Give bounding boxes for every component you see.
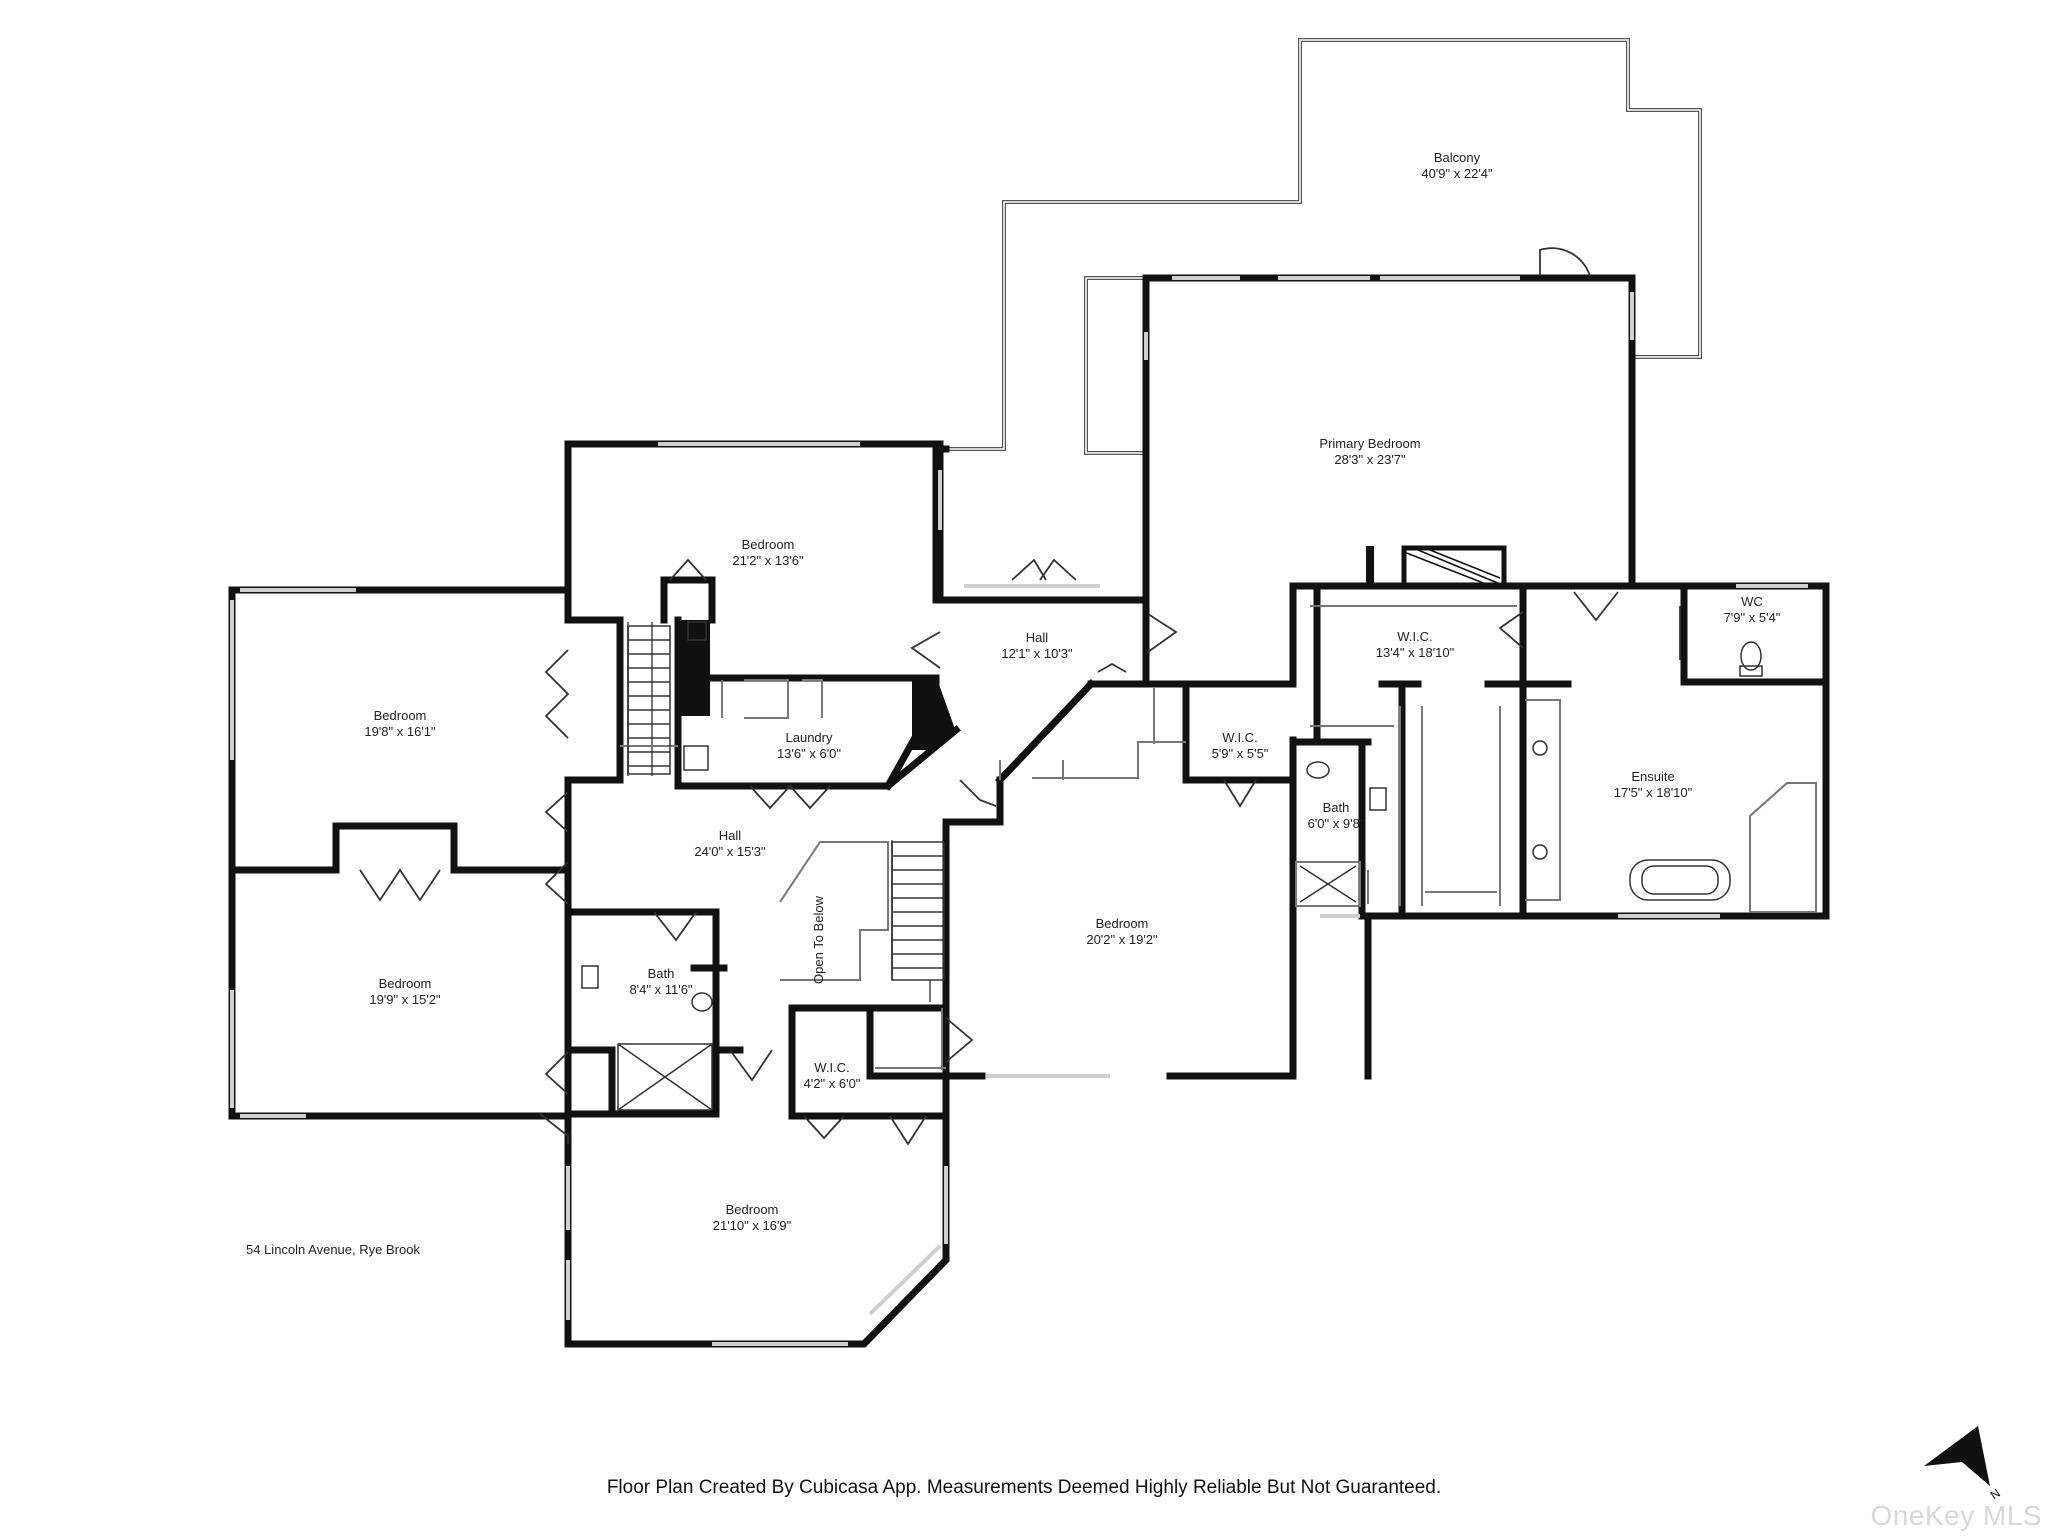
balcony-side-rail <box>1084 276 1146 455</box>
balcony-outline <box>946 38 1702 451</box>
room-name-bath-right: Bath <box>1323 800 1350 815</box>
room-name-bedroom-top: Bedroom <box>742 537 795 552</box>
room-dims-bedroom-left-lower: 19'9" x 15'2" <box>369 992 441 1007</box>
balcony-side-rail-inner <box>1085 277 1146 454</box>
room-dims-primary-bedroom: 28'3" x 23'7" <box>1334 452 1406 467</box>
room-dims-wc: 7'9" x 5'4" <box>1724 610 1781 625</box>
room-dims-bath-right: 6'0" x 9'8" <box>1308 816 1365 831</box>
windows <box>230 276 1808 1346</box>
room-name-hall-upper: Hall <box>1026 630 1049 645</box>
fixtures <box>581 621 1763 1012</box>
room-name-bedroom-bottom: Bedroom <box>726 1202 779 1217</box>
room-dims-bedroom-left-upper: 19'8" x 16'1" <box>364 724 436 739</box>
room-name-hall-main: Hall <box>719 828 742 843</box>
room-name-bedroom-left-lower: Bedroom <box>379 976 432 991</box>
room-name-ensuite: Ensuite <box>1631 769 1674 784</box>
fireplace <box>1401 545 1507 589</box>
stairs <box>627 625 945 981</box>
room-name-bedroom-left-upper: Bedroom <box>374 708 427 723</box>
room-dims-hall-upper: 12'1" x 10'3" <box>1001 646 1073 661</box>
room-labels: Balcony 40'9" x 22'4" Primary Bedroom 28… <box>364 150 1780 1233</box>
room-dims-bath-center: 8'4" x 11'6" <box>629 982 692 997</box>
disclaimer-text: Floor Plan Created By Cubicasa App. Meas… <box>606 1477 1442 1498</box>
property-address: 54 Lincoln Avenue, Rye Brook <box>246 1242 420 1257</box>
balcony-outline-inner <box>946 39 1701 450</box>
doors <box>359 247 1681 1146</box>
room-name-wic-center: W.I.C. <box>814 1060 849 1075</box>
room-name-laundry: Laundry <box>786 730 833 745</box>
room-dims-bedroom-bottom: 21'10" x 16'9" <box>713 1218 792 1233</box>
room-dims-bedroom-center: 20'2" x 19'2" <box>1086 932 1158 947</box>
room-dims-laundry: 13'6" x 6'0" <box>777 746 841 761</box>
walls <box>228 274 1830 1348</box>
room-name-bedroom-center: Bedroom <box>1096 916 1149 931</box>
room-dims-wic-center: 4'2" x 6'0" <box>804 1076 861 1091</box>
room-dims-ensuite: 17'5" x 18'10" <box>1614 785 1693 800</box>
room-name-bath-center: Bath <box>648 966 675 981</box>
room-dims-wic-large: 13'4" x 18'10" <box>1376 645 1455 660</box>
room-name-wic-small: W.I.C. <box>1222 730 1257 745</box>
room-name-wic-large: W.I.C. <box>1397 629 1432 644</box>
room-dims-wic-small: 5'9" x 5'5" <box>1212 746 1269 761</box>
mls-watermark: OneKey MLS <box>1870 1500 2042 1531</box>
open-to-below-label: Open To Below <box>811 895 826 984</box>
shower-marks <box>617 865 1357 1111</box>
room-dims-hall-main: 24'0" x 15'3" <box>694 844 766 859</box>
room-name-wc: WC <box>1741 594 1763 609</box>
room-name-balcony: Balcony <box>1434 150 1481 165</box>
room-dims-bedroom-top: 21'2" x 13'6" <box>732 553 804 568</box>
solid-walls <box>680 546 1374 750</box>
room-dims-balcony: 40'9" x 22'4" <box>1421 166 1493 181</box>
room-name-primary-bedroom: Primary Bedroom <box>1319 436 1420 451</box>
